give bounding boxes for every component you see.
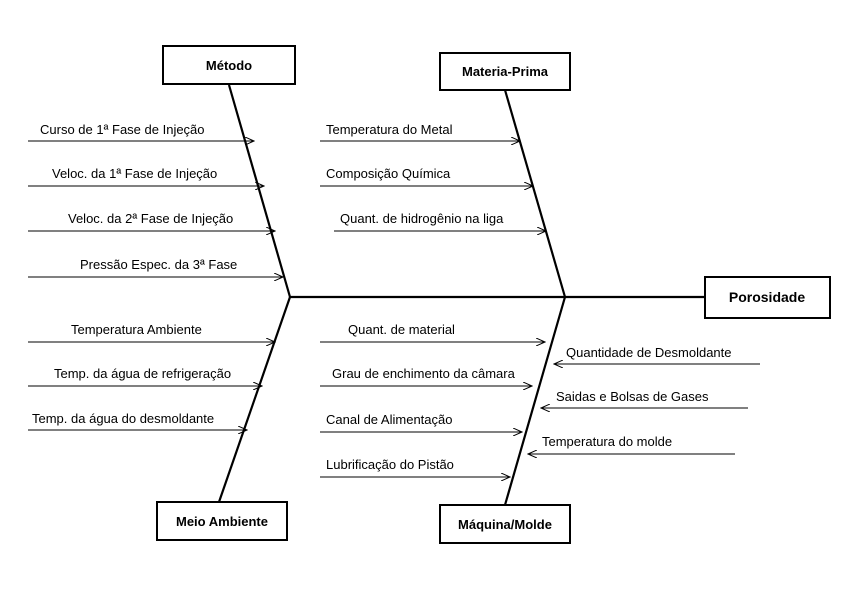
category-meio-ambiente: Meio Ambiente bbox=[156, 501, 288, 541]
svg-text:Veloc. da 1ª Fase de Injeção: Veloc. da 1ª Fase de Injeção bbox=[52, 166, 217, 181]
cause-materia-prima-3: Quant. de hidrogênio na liga bbox=[334, 211, 546, 231]
svg-text:Temp. da água do desmoldante: Temp. da água do desmoldante bbox=[32, 411, 214, 426]
svg-text:Temp. da água de refrigeração: Temp. da água de refrigeração bbox=[54, 366, 231, 381]
cause-metodo-2: Veloc. da 1ª Fase de Injeção bbox=[28, 166, 264, 186]
cause-maquina-molde-left-4: Lubrificação do Pistão bbox=[320, 457, 510, 477]
cause-maquina-molde-left-1: Quant. de material bbox=[320, 322, 545, 342]
cause-meio-ambiente-2: Temp. da água de refrigeração bbox=[28, 366, 262, 386]
svg-text:Saidas e Bolsas de Gases: Saidas e Bolsas de Gases bbox=[556, 389, 709, 404]
svg-text:Quantidade de Desmoldante: Quantidade de Desmoldante bbox=[566, 345, 732, 360]
category-metodo: Método bbox=[162, 45, 296, 85]
bone-metodo bbox=[227, 84, 292, 298]
category-materia-prima: Materia-Prima bbox=[439, 52, 571, 91]
svg-text:Pressão Espec. da 3ª Fase: Pressão Espec. da 3ª Fase bbox=[80, 257, 237, 272]
cause-meio-ambiente-1: Temperatura Ambiente bbox=[28, 322, 275, 342]
cause-materia-prima-1: Temperatura do Metal bbox=[320, 122, 520, 141]
category-maquina-molde-label: Máquina/Molde bbox=[458, 517, 552, 532]
cause-metodo-4: Pressão Espec. da 3ª Fase bbox=[28, 257, 283, 277]
category-materia-prima-label: Materia-Prima bbox=[462, 64, 549, 79]
category-meio-ambiente-label: Meio Ambiente bbox=[176, 514, 268, 529]
cause-maquina-molde-left-2: Grau de enchimento da câmara bbox=[320, 366, 532, 386]
svg-text:Grau de enchimento da câmara: Grau de enchimento da câmara bbox=[332, 366, 516, 381]
cause-materia-prima-2: Composição Química bbox=[320, 166, 533, 186]
svg-text:Composição Química: Composição Química bbox=[326, 166, 451, 181]
cause-maquina-molde-right-1: Quantidade de Desmoldante bbox=[554, 345, 760, 364]
svg-text:Lubrificação do Pistão: Lubrificação do Pistão bbox=[326, 457, 454, 472]
svg-text:Temperatura Ambiente: Temperatura Ambiente bbox=[71, 322, 202, 337]
category-maquina-molde: Máquina/Molde bbox=[439, 504, 571, 544]
category-metodo-label: Método bbox=[206, 58, 252, 73]
bone-materia-prima bbox=[503, 89, 567, 298]
cause-maquina-molde-left-3: Canal de Alimentação bbox=[320, 412, 522, 432]
bone-maquina-molde bbox=[503, 296, 567, 506]
effect-box: Porosidade bbox=[704, 276, 831, 319]
svg-text:Canal de Alimentação: Canal de Alimentação bbox=[326, 412, 452, 427]
svg-text:Veloc. da 2ª Fase de Injeção: Veloc. da 2ª Fase de Injeção bbox=[68, 211, 233, 226]
svg-text:Temperatura do molde: Temperatura do molde bbox=[542, 434, 672, 449]
svg-text:Temperatura do Metal: Temperatura do Metal bbox=[326, 122, 453, 137]
svg-text:Quant. de material: Quant. de material bbox=[348, 322, 455, 337]
bone-meio-ambiente bbox=[217, 296, 292, 503]
svg-text:Curso de 1ª Fase de Injeção: Curso de 1ª Fase de Injeção bbox=[40, 122, 205, 137]
cause-metodo-1: Curso de 1ª Fase de Injeção bbox=[28, 122, 254, 141]
effect-label: Porosidade bbox=[729, 289, 805, 305]
cause-maquina-molde-right-3: Temperatura do molde bbox=[528, 434, 735, 454]
cause-meio-ambiente-3: Temp. da água do desmoldante bbox=[28, 411, 247, 430]
svg-text:Quant. de hidrogênio na liga: Quant. de hidrogênio na liga bbox=[340, 211, 504, 226]
cause-metodo-3: Veloc. da 2ª Fase de Injeção bbox=[28, 211, 275, 231]
cause-maquina-molde-right-2: Saidas e Bolsas de Gases bbox=[541, 389, 748, 408]
